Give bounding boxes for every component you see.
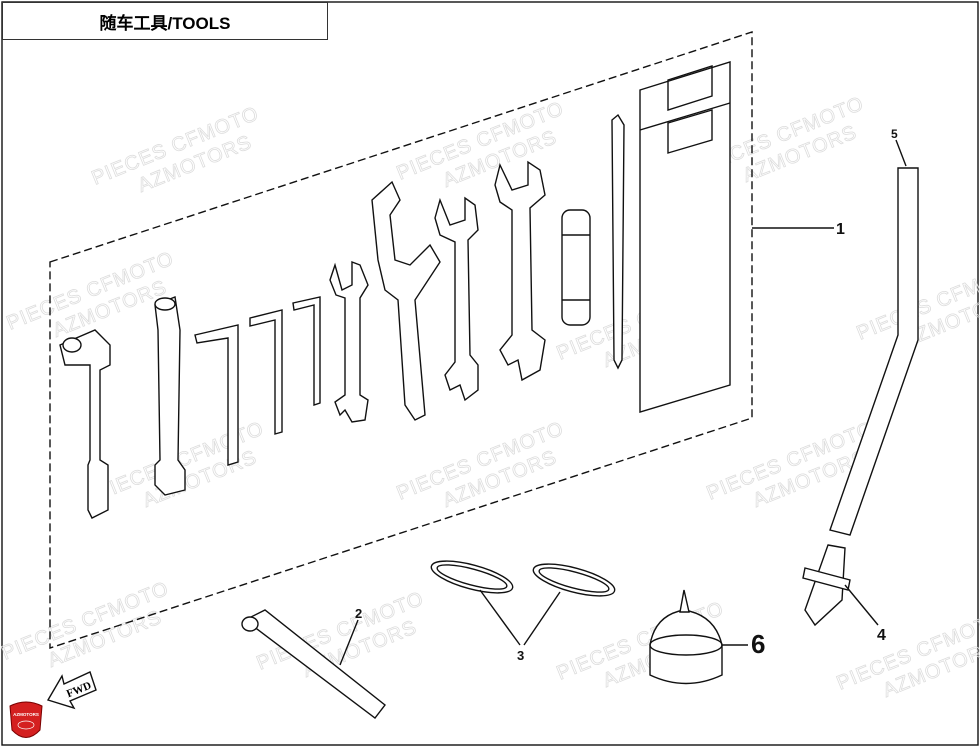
callout-3: 3 <box>517 648 524 663</box>
hex-keys <box>194 296 321 466</box>
callout-lines <box>339 139 907 666</box>
callout-6: 6 <box>751 629 765 659</box>
screwdriver-bit <box>611 113 625 370</box>
page-title: 随车工具/TOOLS <box>2 2 328 40</box>
o-rings <box>430 560 616 597</box>
tool-kit-outline <box>49 31 753 649</box>
hose <box>802 167 919 627</box>
small-open-wrench <box>329 260 369 423</box>
l-socket-wrench <box>59 329 111 519</box>
callout-4: 4 <box>877 627 886 644</box>
pin-spanner <box>371 180 441 421</box>
callout-2: 2 <box>355 606 362 621</box>
pressure-gauge <box>241 609 386 719</box>
svg-text:AZMOTORS: AZMOTORS <box>13 712 39 717</box>
callout-5: 5 <box>891 127 898 141</box>
azmotors-logo: AZMOTORS <box>9 701 43 738</box>
callout-1: 1 <box>836 221 845 238</box>
fwd-arrow-icon: FWD <box>46 671 97 710</box>
open-wrench-large <box>494 160 546 382</box>
tube-spanner <box>154 296 186 496</box>
tool-pouch <box>639 61 731 413</box>
screwdriver-handle <box>561 209 591 326</box>
open-wrench-medium <box>434 196 479 402</box>
hose-clamp <box>802 567 851 591</box>
